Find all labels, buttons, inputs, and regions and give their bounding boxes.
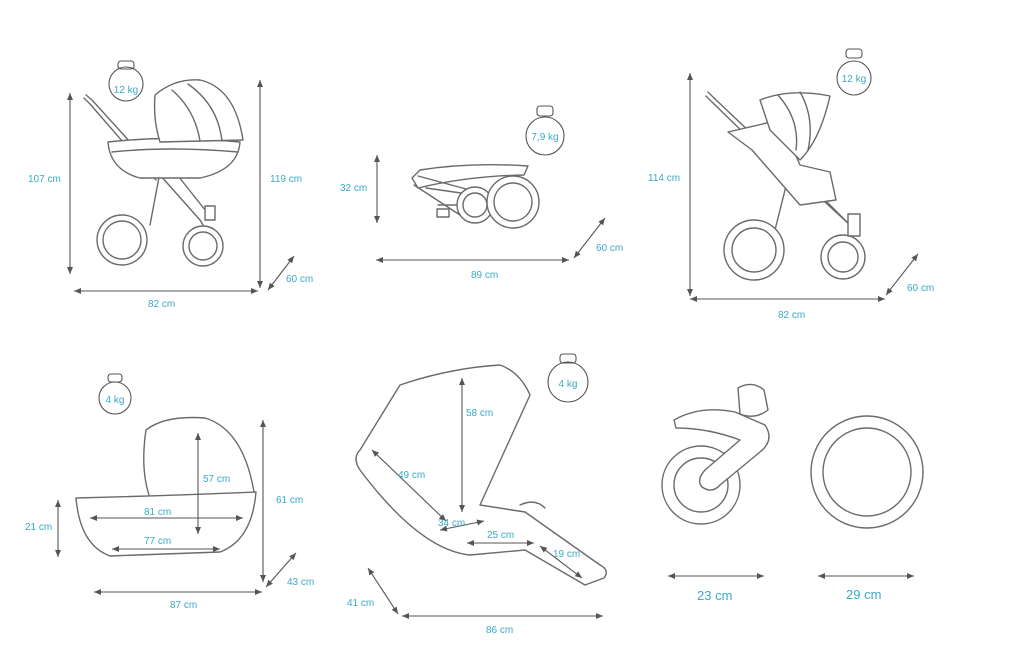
- pram-total-height-label: 119 cm: [270, 174, 302, 185]
- stroller-depth-dimension: [885, 253, 919, 296]
- pram-depth-dimension: [267, 255, 295, 291]
- carrycot-inner-height-label: 57 cm: [203, 474, 230, 485]
- pram-drawing: [83, 79, 244, 267]
- pram-height-label: 107 cm: [28, 174, 61, 185]
- carrycot-inner-length-label: 81 cm: [144, 507, 171, 518]
- folded-weight: 7,9 kg: [531, 132, 558, 143]
- seat-leg-rest-dimension: [539, 545, 583, 579]
- seat-length-total-label: 86 cm: [486, 625, 513, 636]
- folded-length-label: 89 cm: [471, 270, 498, 281]
- stroller-height-label: 114 cm: [648, 173, 680, 184]
- carrycot-depth-label: 43 cm: [287, 577, 314, 588]
- seat-depth-label: 34 cm: [438, 518, 465, 529]
- carrycot-height-label: 61 cm: [276, 495, 303, 506]
- seat-back-height-label: 58 cm: [466, 408, 493, 419]
- pram-weight: 12 kg: [114, 85, 138, 96]
- seat-unit-drawing: [355, 364, 607, 586]
- carrycot-depth-dimension: [265, 552, 297, 588]
- seat-weight: 4 kg: [559, 379, 578, 390]
- carrycot-bottom-length-label: 77 cm: [144, 536, 171, 547]
- pram-length-label: 82 cm: [148, 299, 175, 310]
- seat-leg-rest-label: 19 cm: [553, 549, 580, 560]
- folded-depth-label: 60 cm: [596, 243, 623, 254]
- carrycot-side-height-label: 21 cm: [25, 522, 52, 533]
- pram-depth-label: 60 cm: [286, 274, 313, 285]
- seat-back-length-dimension: [371, 449, 447, 522]
- stroller-weight-icon: [836, 48, 872, 96]
- seat-weight-icon: [547, 353, 589, 403]
- folded-weight-icon: [525, 105, 565, 156]
- front-wheel-label: 23 cm: [697, 588, 732, 603]
- front-wheel-drawing: [661, 383, 770, 525]
- seat-back-length-label: 49 cm: [398, 470, 425, 481]
- seat-width-dimension: [367, 567, 399, 615]
- seat-depth-dimension: [439, 519, 485, 532]
- folded-height-label: 32 cm: [340, 183, 367, 194]
- carrycot-weight: 4 kg: [106, 395, 125, 406]
- stroller-drawing: [705, 91, 866, 281]
- folded-depth-dimension: [573, 217, 606, 259]
- carrycot-weight-icon: [98, 373, 132, 415]
- carrycot-length-label: 87 cm: [170, 600, 197, 611]
- seat-width-label: 41 cm: [347, 598, 374, 609]
- stroller-depth-label: 60 cm: [907, 283, 934, 294]
- rear-wheel-drawing: [810, 415, 924, 529]
- stroller-length-label: 82 cm: [778, 310, 805, 321]
- rear-wheel-label: 29 cm: [846, 587, 881, 602]
- stroller-weight: 12 kg: [842, 74, 866, 85]
- folded-stroller-drawing: [411, 163, 540, 229]
- seat-length-label: 25 cm: [487, 530, 514, 541]
- pram-weight-icon: [108, 60, 144, 102]
